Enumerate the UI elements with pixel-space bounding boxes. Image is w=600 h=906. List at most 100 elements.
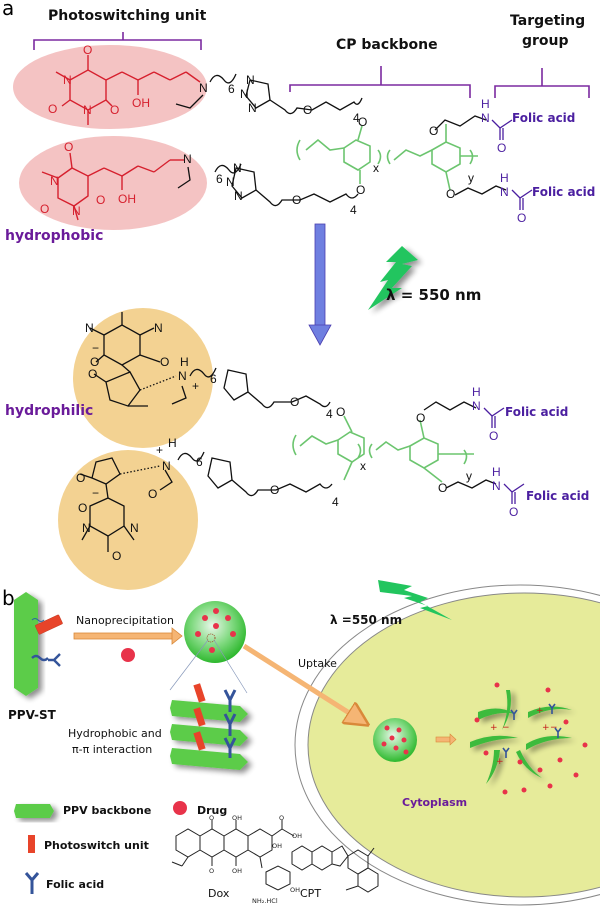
cpt-structure — [291, 845, 379, 893]
atom-n: N — [72, 204, 81, 218]
atom-o: O — [279, 814, 284, 822]
atom-o: O — [160, 355, 169, 369]
charge-minus: − — [92, 341, 99, 355]
photoswitch-unit-icon — [35, 614, 63, 635]
atom-o: O — [110, 103, 119, 117]
carbonyl-o: O — [509, 505, 518, 519]
amide-h: H — [492, 465, 501, 479]
merocyanine-circle-bottom — [58, 450, 198, 590]
released-charges: + + + + − − — [490, 706, 558, 767]
drug-icon — [121, 648, 135, 662]
cytoplasm — [307, 592, 600, 898]
ppv-backbone-legend-icon — [14, 804, 54, 818]
atom-o: O — [209, 814, 214, 822]
targeting-group-header-1: Targeting — [510, 13, 585, 29]
atom-n: N — [154, 321, 163, 335]
subscript-4: 4 — [350, 203, 357, 217]
atom-o: O — [40, 202, 49, 216]
atom-oh: OH — [272, 842, 282, 850]
dox-amine-salt: NH₂.HCl — [252, 897, 278, 905]
transformation-arrow — [308, 223, 332, 346]
hydrophilic-label: hydrophilic — [5, 403, 93, 419]
charge-minus: − — [92, 486, 99, 500]
folic-linker-top-state — [434, 115, 507, 196]
charge-plus: + — [192, 379, 199, 393]
atom-o: O — [96, 193, 105, 207]
carbonyl-o: O — [489, 429, 498, 443]
zoom-origin — [206, 633, 216, 643]
subscript-6: 6 — [228, 82, 235, 96]
folic-acid-label: Folic acid — [526, 489, 589, 503]
subscript-6: 6 — [196, 455, 203, 469]
folic-carbonyls-bottom-state — [483, 407, 525, 504]
photoswitch-structure-bottom — [41, 152, 184, 221]
atom-o: O — [438, 481, 447, 495]
atom-n: N — [233, 161, 242, 175]
amide-n: N — [472, 399, 481, 413]
atom-o: O — [429, 124, 438, 138]
drug-dots-internalized — [381, 725, 409, 755]
subscript-4: 4 — [353, 111, 360, 125]
atom-n: N — [226, 175, 235, 189]
folic-acid-label: Folic acid — [532, 185, 595, 199]
uptake-label: Uptake — [298, 657, 337, 670]
photoswitch-legend-icon — [28, 835, 35, 853]
folic-acid-label: Folic acid — [512, 111, 575, 125]
stacked-photoswitches — [193, 683, 206, 751]
release-arrowhead — [449, 733, 457, 746]
drug-legend-icon — [173, 801, 187, 815]
dox-structure — [171, 820, 295, 891]
uptake-arrow — [242, 643, 365, 723]
ppv-st-label: PPV-ST — [8, 708, 57, 722]
hydrophobic-label: hydrophobic — [5, 228, 103, 244]
spirocyclic-structure-bottom — [79, 451, 205, 552]
dox-atoms: O O OH OH O OH OH OH NH₂.HCl — [209, 814, 302, 905]
atom-o: O — [83, 43, 92, 57]
atom-oh: OH — [132, 96, 150, 110]
atom-o: O — [358, 115, 367, 129]
atom-n: N — [248, 101, 257, 115]
linker-bottom-state — [207, 369, 333, 497]
charge-minus: − — [502, 723, 510, 733]
linker-squiggle — [31, 618, 45, 622]
atom-o: O — [78, 501, 87, 515]
light-bolt-icon — [378, 580, 452, 620]
atom-o: O — [112, 549, 121, 563]
subscript-4: 4 — [332, 495, 339, 509]
released-strands — [470, 690, 572, 784]
nanoprecipitation-arrow — [73, 632, 175, 640]
targeting-group-header-2: group — [522, 33, 569, 49]
internalized-nanoparticle — [373, 718, 417, 762]
legend-folic-acid: Folic acid — [46, 878, 104, 891]
atom-n: N — [82, 521, 91, 535]
atom-oh: OH — [232, 814, 242, 822]
atom-o: O — [336, 405, 345, 419]
atom-o: O — [290, 395, 299, 409]
atom-n: N — [63, 73, 72, 87]
legend-photoswitch-unit: Photoswitch unit — [44, 839, 149, 852]
subscript-6: 6 — [210, 372, 217, 386]
folic-acid-label: Folic acid — [505, 405, 568, 419]
charge-plus: + — [496, 757, 504, 767]
cp-backbone-bottom — [292, 415, 474, 483]
photoswitch-ellipse-top — [13, 45, 207, 129]
atom-o: O — [88, 367, 97, 381]
atom-oh: OH — [290, 886, 300, 894]
atom-o: O — [90, 355, 99, 369]
charge-plus: + — [542, 723, 550, 733]
subscript-y: y — [468, 171, 474, 185]
released-folic-acids — [502, 703, 562, 758]
folic-acid-icon — [31, 653, 61, 667]
amide-h: H — [500, 171, 509, 185]
atom-o: O — [209, 867, 214, 875]
carbonyl-o: O — [497, 141, 506, 155]
spirocyclic-structure-top — [89, 312, 217, 407]
charge-minus: − — [550, 723, 558, 733]
subscript-x: x — [360, 459, 366, 473]
subscript-6: 6 — [216, 172, 223, 186]
legend-drug: Drug — [197, 804, 227, 817]
atom-n: N — [234, 189, 243, 203]
subscript-x: x — [373, 161, 379, 175]
atom-o: O — [270, 483, 279, 497]
